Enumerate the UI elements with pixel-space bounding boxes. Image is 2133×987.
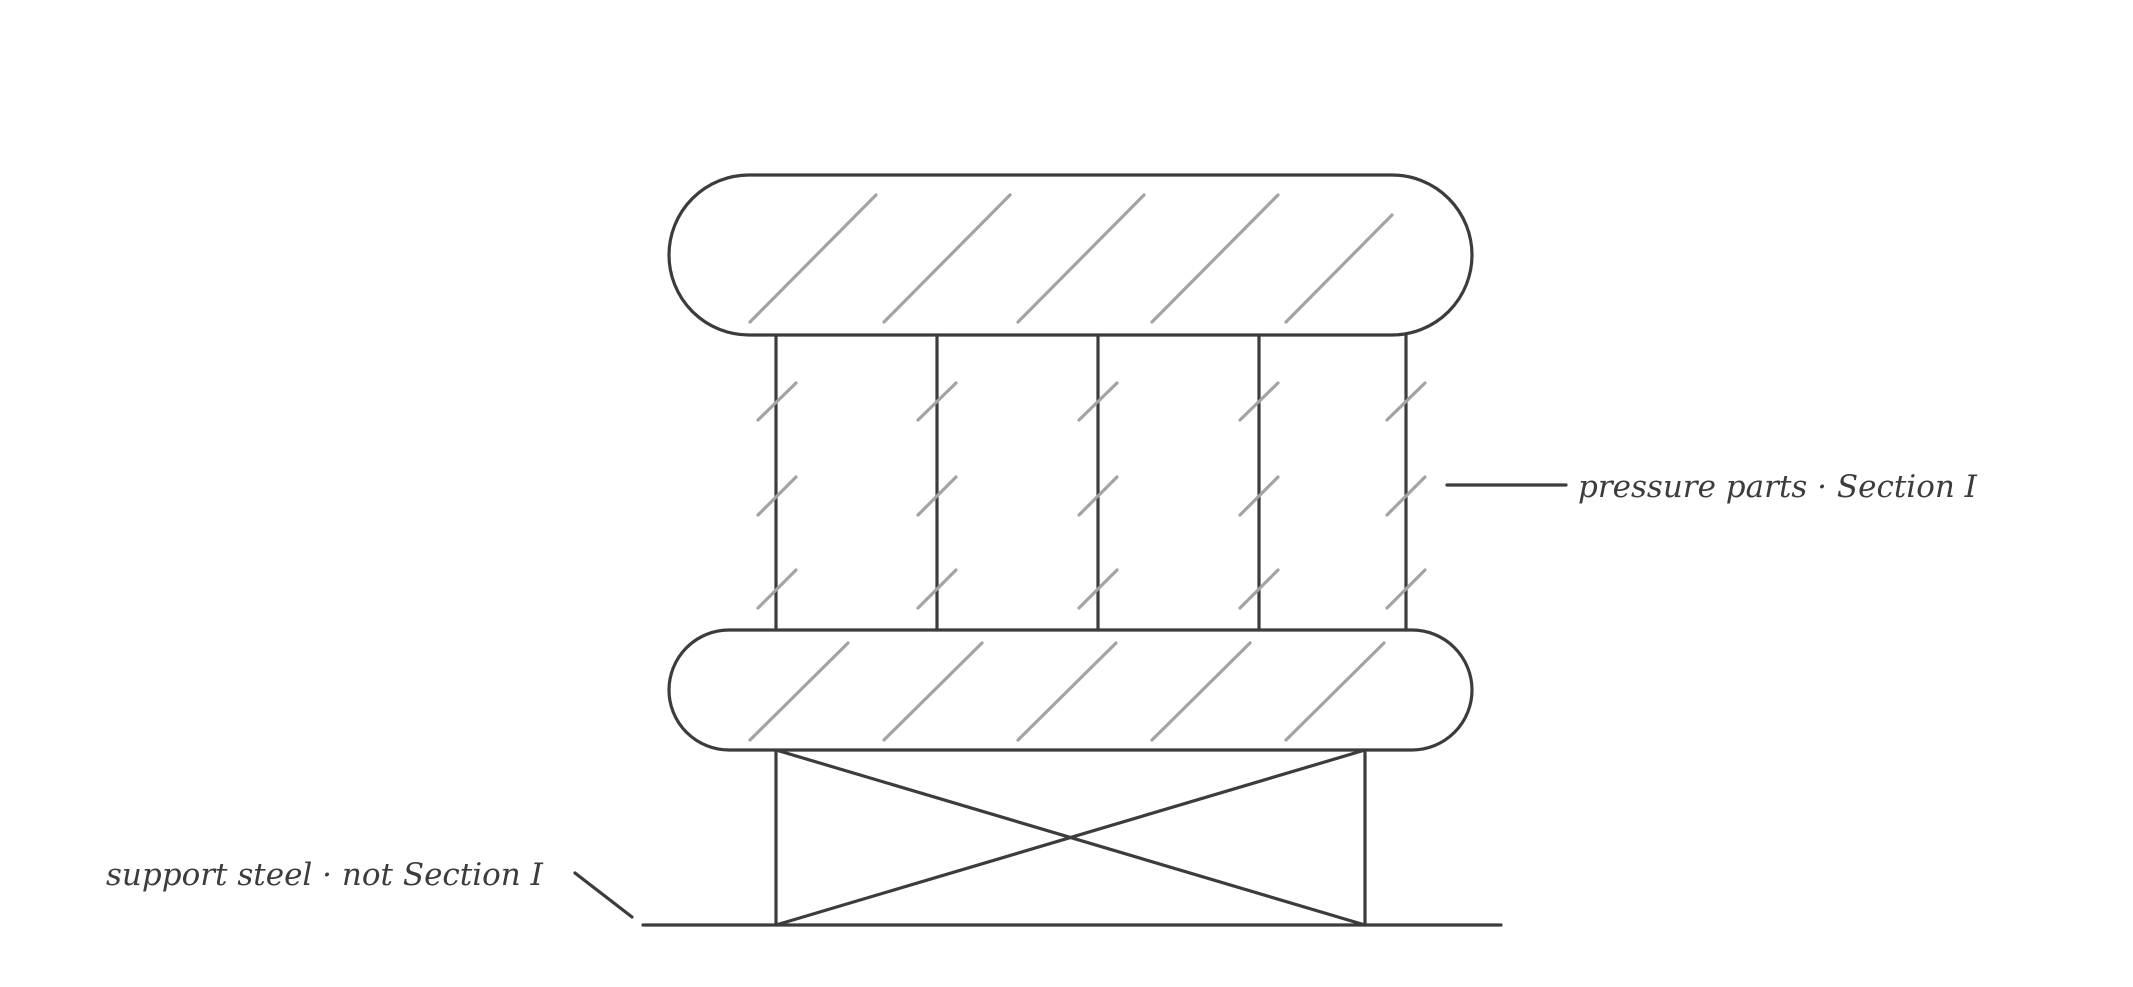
leader-line [573,871,634,919]
hatch-line [748,193,878,324]
hatch-line [1016,641,1118,742]
hatch-line [1238,381,1280,422]
hatch-line [756,568,798,610]
cross-brace [774,748,1367,927]
support-frame [774,748,1367,927]
upper-drum-outline [667,173,1474,337]
upper-drum [667,173,1474,337]
hatch-line [882,193,1012,324]
hatch-line [1077,381,1119,422]
hatch-line [1150,641,1252,742]
hatch-line [756,381,798,422]
hatch-line [1016,193,1146,324]
support-steel-label: support steel · not Section I [106,857,544,893]
lower-drum-outline [667,628,1474,752]
hatch-line [1150,193,1280,324]
hatch-line [916,475,958,517]
pressure-parts-label: pressure parts · Section I [1578,469,1978,505]
hatch-line [1385,381,1427,422]
lower-drum-hatching [748,641,1386,742]
tube-bank [756,333,1427,632]
hatch-line [756,475,798,517]
hatch-line [1284,213,1394,324]
hatch-line [1077,475,1119,517]
hatch-line [1238,475,1280,517]
tube-hatching [756,381,1427,610]
lower-drum [667,628,1474,752]
hatch-line [1284,641,1386,742]
hatch-line [1385,475,1427,517]
hatch-line [748,641,850,742]
hatch-line [1385,568,1427,610]
hatch-line [1238,568,1280,610]
hatch-line [916,568,958,610]
hatch-line [882,641,984,742]
support-steel-annotation: support steel · not Section I [106,857,634,919]
hatch-line [1077,568,1119,610]
upper-drum-hatching [748,193,1394,324]
hatch-line [916,381,958,422]
pressure-parts-annotation: pressure parts · Section I [1445,469,1978,505]
